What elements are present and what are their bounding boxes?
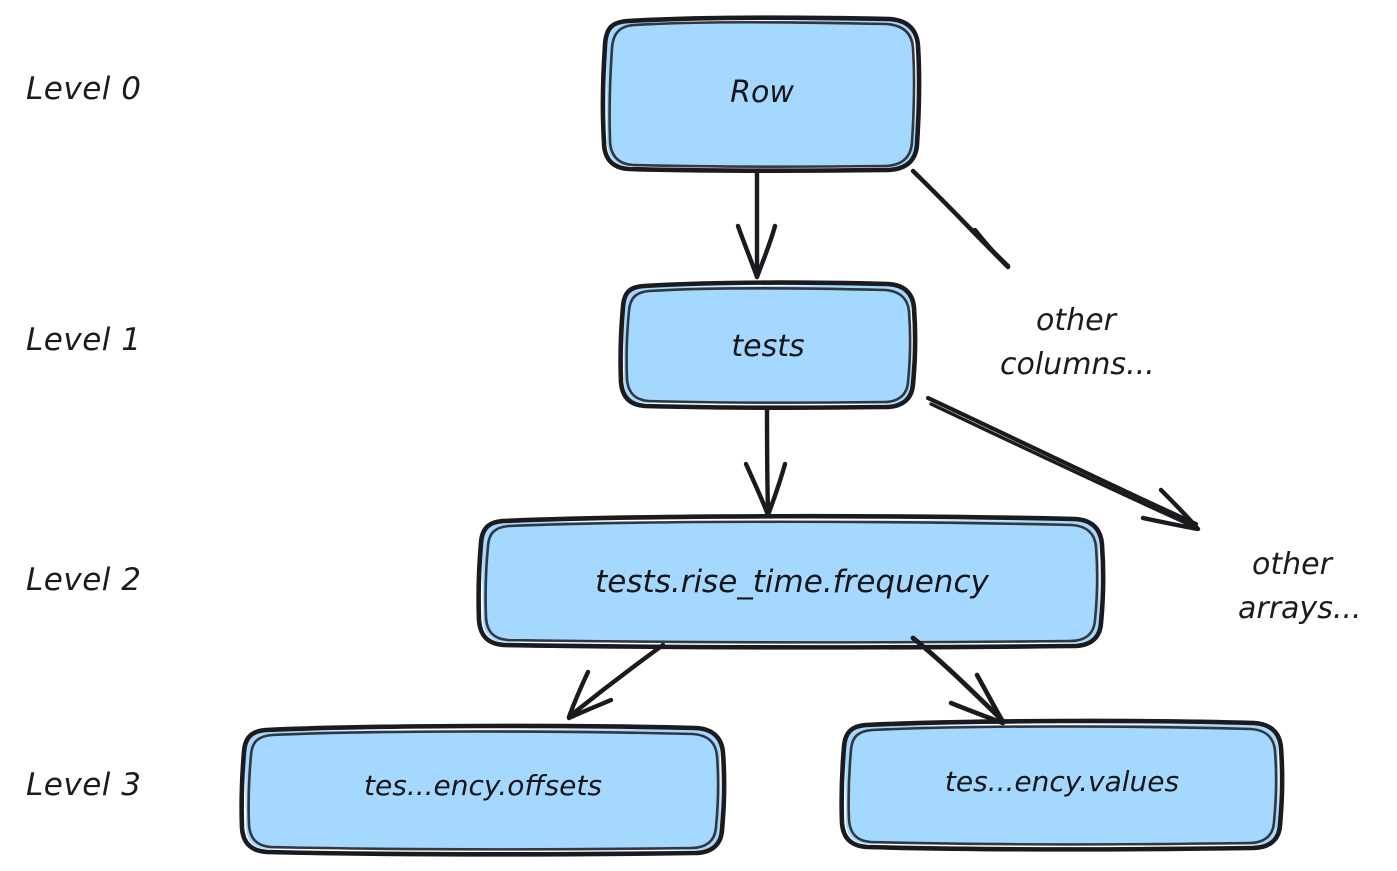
- node-row-hitarea[interactable]: [604, 18, 920, 172]
- edge-frequency-to-values-line: [910, 635, 1006, 724]
- node-frequency-fill: [482, 520, 1100, 643]
- node-offsets-border-a: [239, 723, 727, 857]
- annotation-other-columns-line2: columns...: [1000, 346, 1155, 382]
- node-frequency[interactable]: [476, 513, 1106, 650]
- edge-tests-to-other-arrays-line-a: [925, 395, 1199, 527]
- edge-row-to-tests: [735, 169, 778, 280]
- level-label-2: Level 2: [26, 562, 142, 598]
- edge-frequency-to-offsets-head-b: [566, 697, 614, 721]
- node-row-fill: [606, 20, 916, 167]
- edge-tests-to-other-arrays-head-a: [1158, 487, 1200, 531]
- edge-tests-to-other-arrays: [925, 395, 1201, 532]
- edge-row-to-tests-head-left: [735, 223, 760, 280]
- edge-row-to-other-columns-head-b: [972, 227, 1011, 270]
- node-offsets-fill: [245, 729, 721, 850]
- annotation-other-arrays-line1: other: [1252, 547, 1332, 582]
- node-tests-border-b: [625, 286, 912, 404]
- edge-tests-to-other-arrays-line-b: [929, 402, 1199, 530]
- annotation-other-arrays-line2: arrays...: [1238, 590, 1362, 626]
- edge-frequency-to-offsets-line: [567, 642, 666, 719]
- edge-tests-to-frequency-head-left: [743, 461, 771, 518]
- node-offsets-border-b: [247, 730, 720, 851]
- node-frequency-border-a: [476, 513, 1106, 650]
- level-label-1: Level 1: [26, 322, 142, 358]
- edge-tests-to-frequency: [743, 405, 788, 518]
- level-label-0: Level 0: [26, 71, 142, 107]
- edge-tests-to-frequency-head-right: [765, 461, 788, 518]
- edge-frequency-to-offsets: [566, 642, 666, 721]
- node-row-border-b: [608, 20, 916, 168]
- node-values-hitarea[interactable]: [842, 721, 1283, 850]
- edge-tests-to-frequency-line: [764, 405, 771, 514]
- edge-frequency-to-values-head-a: [974, 672, 1006, 725]
- annotation-other-columns-line1: other: [1036, 303, 1116, 338]
- node-tests-hitarea[interactable]: [621, 282, 916, 408]
- edge-row-to-tests-head-right: [754, 223, 778, 280]
- node-frequency-border-b: [484, 520, 1099, 644]
- node-row[interactable]: [600, 15, 922, 173]
- node-frequency-hitarea[interactable]: [479, 517, 1104, 648]
- node-offsets-hitarea[interactable]: [242, 726, 725, 855]
- edge-frequency-to-values: [910, 635, 1006, 726]
- level-label-3: Level 3: [26, 767, 142, 803]
- node-values-fill: [845, 724, 1279, 845]
- node-tests-border-a: [618, 280, 918, 410]
- edge-frequency-to-values-head-b: [948, 700, 1006, 726]
- node-values[interactable]: [839, 718, 1285, 852]
- annotation-other-arrays: other arrays...: [1238, 543, 1361, 630]
- edge-row-to-other-columns: [910, 168, 1011, 270]
- node-tests[interactable]: [618, 280, 918, 410]
- node-row-border-a: [600, 15, 922, 173]
- node-values-border-b: [847, 725, 1278, 846]
- node-offsets[interactable]: [239, 723, 727, 857]
- node-values-border-a: [839, 718, 1285, 852]
- annotation-other-columns: other columns...: [1000, 299, 1155, 386]
- edge-tests-to-other-arrays-head-b: [1140, 515, 1201, 532]
- edge-frequency-to-offsets-head-a: [566, 669, 591, 720]
- node-tests-fill: [623, 285, 912, 404]
